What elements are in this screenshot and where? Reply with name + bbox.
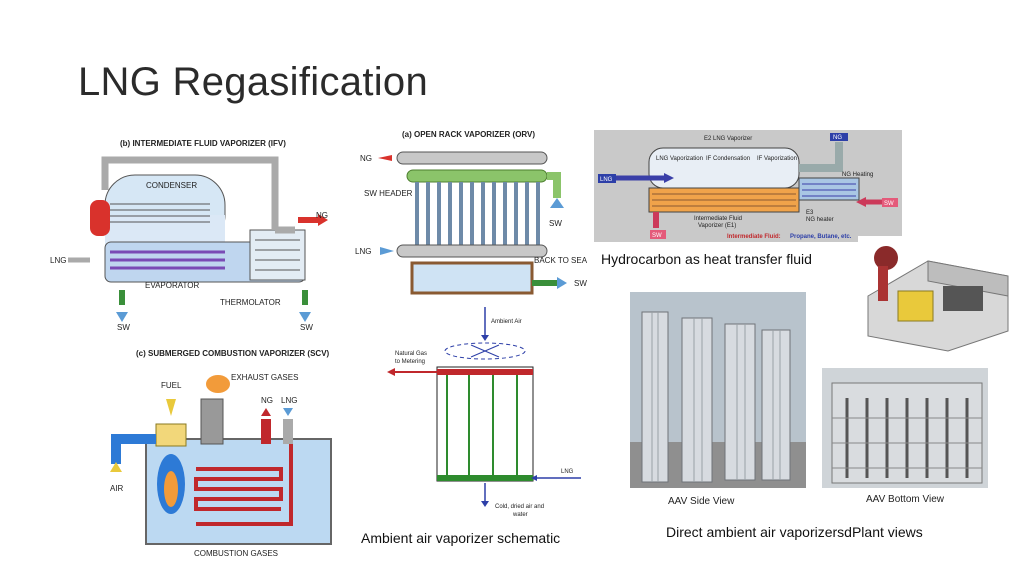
ifv-heading: (b) INTERMEDIATE FLUID VAPORIZER (IFV): [120, 139, 286, 148]
orv-back-to-sea-label: BACK TO SEA: [534, 256, 588, 265]
aav-ambient-air-label: Ambient Air: [491, 319, 522, 325]
orv-diagram: (a) OPEN RACK VAPORIZER (ORV) NG SW HEAD…: [355, 130, 588, 295]
condenser-head: [90, 200, 110, 236]
orv-lng-label: LNG: [355, 247, 371, 256]
aav-side-view-photo: AAV Side View: [630, 292, 806, 507]
e2-title: E2 LNG Vaporizer: [704, 136, 752, 142]
ifv-thermolator-label: THERMOLATOR: [220, 298, 281, 307]
ifv-condenser-label: CONDENSER: [146, 181, 197, 190]
aav-natural-gas-2: to Metering: [395, 359, 425, 365]
aav-bottom-view-photo: AAV Bottom View: [822, 368, 988, 505]
orv-sw-header-label: SW HEADER: [364, 189, 413, 198]
e2-e3-1: E3: [806, 210, 814, 216]
orv-sw-out-label: SW: [574, 279, 587, 288]
ifv-ng-label: NG: [316, 211, 328, 220]
e2-lng-vap: LNG Vaporization: [656, 156, 703, 162]
aav-side-view-label: AAV Side View: [668, 496, 735, 507]
aav-schematic: Ambient Air Natural Gas to Metering LNG …: [387, 307, 581, 518]
caption-direct-ambient: Direct ambient air vaporizersdPlant view…: [666, 524, 923, 540]
ifv-sw-right: SW: [300, 323, 313, 332]
scv-lng-label: LNG: [281, 396, 297, 405]
e2-vaporizer-diagram: E2 LNG Vaporizer NG LNG LNG Vaporization…: [594, 130, 902, 242]
e2-ng-heating: NG Heating: [842, 172, 873, 178]
caption-hydrocarbon: Hydrocarbon as heat transfer fluid: [601, 251, 812, 267]
plant-3d-rendering: [858, 236, 1016, 354]
scv-combustion-label: COMBUSTION GASES: [194, 549, 278, 558]
scv-ng-label: NG: [261, 396, 273, 405]
aav-lng-label: LNG: [561, 469, 574, 475]
ifv-lng-label: LNG: [50, 256, 66, 265]
orv-sw-in-label: SW: [549, 219, 562, 228]
e2-if-cond: IF Condensation: [706, 156, 750, 162]
orv-ng-label: NG: [360, 154, 372, 163]
e2-if-vaporizer-2: Vaporizer (E1): [698, 223, 736, 229]
aav-cold-2: water: [512, 512, 528, 518]
aav-bottom-view-label: AAV Bottom View: [866, 494, 945, 505]
e2-if-label: Intermediate Fluid:: [727, 234, 781, 240]
ifv-sw-left: SW: [117, 323, 130, 332]
e2-sw-right: SW: [884, 201, 894, 207]
aav-cold-1: Cold, dried air and: [495, 504, 544, 510]
e2-e3-2: NG heater: [806, 217, 834, 223]
e2-lng-tag: LNG: [600, 177, 613, 183]
e2-if-value: Propane, Butane, etc.: [790, 234, 852, 240]
scv-air-label: AIR: [110, 484, 124, 493]
orv-heading: (a) OPEN RACK VAPORIZER (ORV): [402, 130, 535, 139]
caption-ambient-schematic: Ambient air vaporizer schematic: [361, 530, 561, 546]
e2-sw-left: SW: [652, 233, 662, 239]
e2-ng-tag: NG: [833, 135, 842, 141]
ifv-evaporator-label: EVAPORATOR: [145, 281, 199, 290]
e2-if-vaporizer-1: Intermediate Fluid: [694, 216, 742, 222]
aav-natural-gas-1: Natural Gas: [395, 351, 427, 357]
scv-exhaust-label: EXHAUST GASES: [231, 373, 298, 382]
scv-diagram: (c) SUBMERGED COMBUSTION VAPORIZER (SCV)…: [110, 349, 332, 558]
scv-fuel-label: FUEL: [161, 381, 182, 390]
slide-title: LNG Regasification: [78, 60, 429, 104]
ifv-diagram: (b) INTERMEDIATE FLUID VAPORIZER (IFV) C…: [50, 139, 328, 332]
e2-if-vap: IF Vaporization: [757, 156, 797, 162]
scv-heading: (c) SUBMERGED COMBUSTION VAPORIZER (SCV): [136, 349, 330, 358]
